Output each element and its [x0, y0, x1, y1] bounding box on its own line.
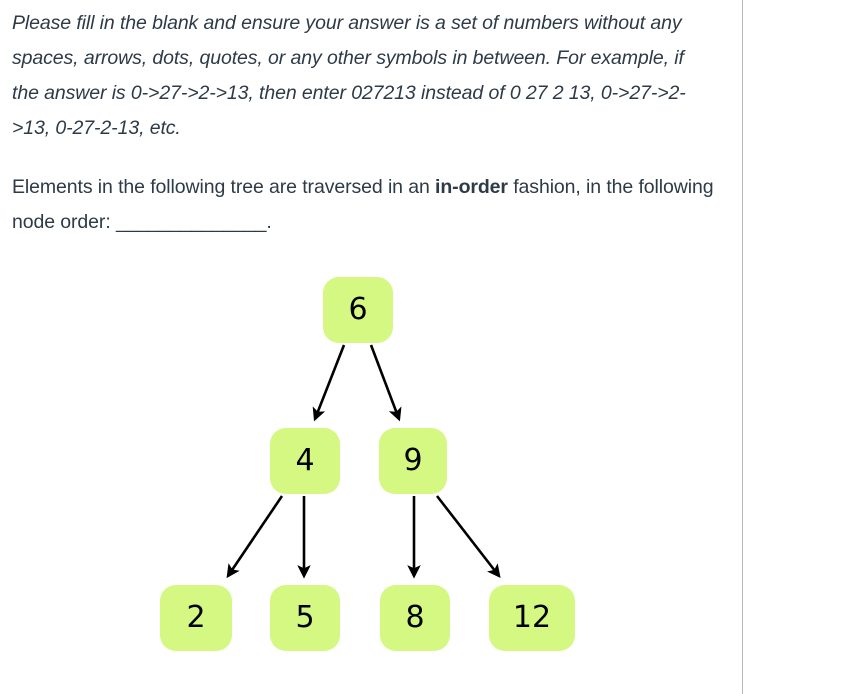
tree-node-6: 6: [323, 277, 393, 343]
tree-node-9: 9: [379, 428, 447, 494]
binary-tree-diagram: 6 4 9 2 5 8 12: [0, 255, 743, 675]
tree-node-8: 8: [380, 585, 450, 651]
answer-blank: ______________: [115, 211, 267, 233]
tree-node-4: 4: [270, 428, 340, 494]
prompt-suffix: fashion, in the following node order:: [12, 176, 714, 233]
tree-edges-svg: [226, 344, 501, 579]
edge-6-to-9: [369, 344, 402, 422]
edge-6-to-4: [312, 344, 346, 422]
prompt-end: .: [266, 211, 272, 233]
tree-node-label: 8: [405, 600, 425, 635]
tree-node-label: 12: [512, 600, 552, 635]
question-panel: Please fill in the blank and ensure your…: [0, 0, 743, 694]
prompt-emphasis: in-order: [435, 176, 508, 198]
tree-node-label: 2: [186, 600, 206, 635]
edge-9-to-12: [435, 495, 501, 579]
edge-4-to-2: [226, 495, 284, 579]
tree-node-5: 5: [270, 585, 340, 651]
tree-node-12: 12: [489, 585, 575, 651]
tree-node-label: 6: [348, 292, 368, 327]
right-margin-panel: [744, 0, 846, 694]
answer-format-instructions: Please fill in the blank and ensure your…: [12, 12, 686, 139]
question-prompt: Elements in the following tree are trave…: [12, 170, 722, 240]
tree-node-label: 5: [295, 600, 315, 635]
tree-node-label: 9: [403, 443, 423, 478]
prompt-prefix: Elements in the following tree are trave…: [12, 176, 436, 198]
tree-node-2: 2: [160, 585, 232, 651]
tree-node-label: 4: [295, 443, 315, 478]
